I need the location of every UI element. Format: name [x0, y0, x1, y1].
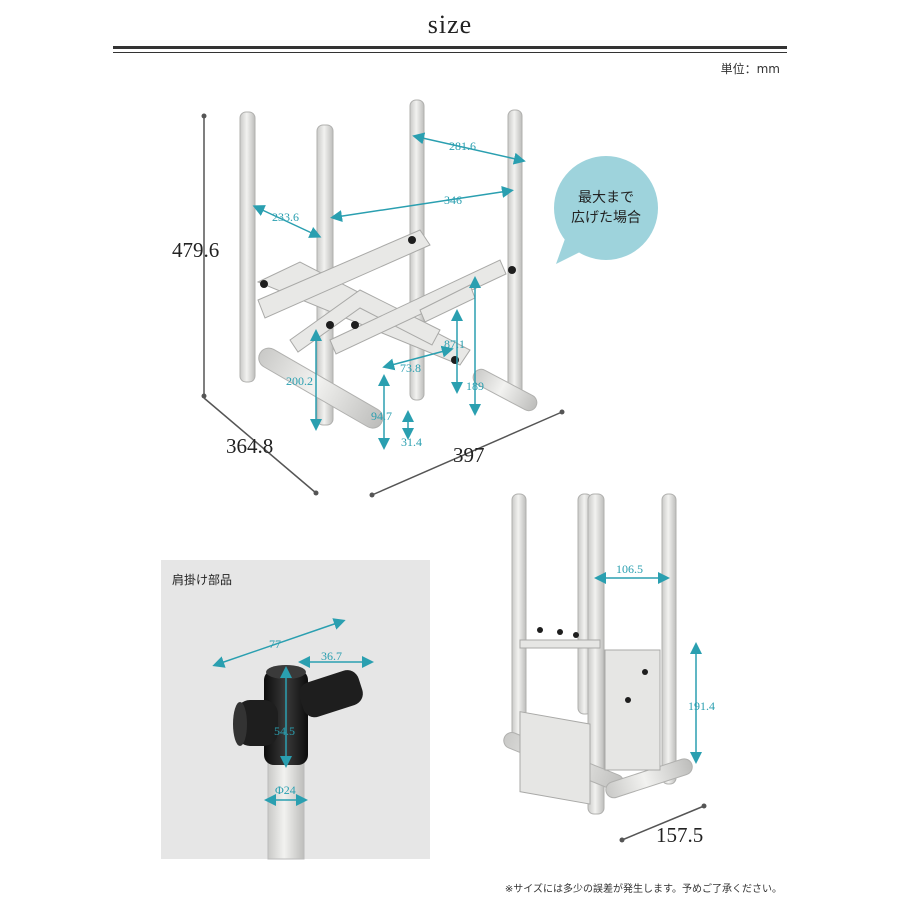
callout-bubble: 最大まで 広げた場合	[554, 156, 658, 264]
dim-part-diameter: Φ24	[275, 783, 296, 797]
dim-arm-height: 200.2	[286, 374, 313, 388]
unit-label: 単位：mm	[720, 62, 780, 76]
callout-line-1: 最大まで	[578, 190, 634, 206]
dim-part-arm: 36.7	[321, 649, 342, 663]
dim-arm-span: 189	[466, 379, 484, 393]
main-product-drawing	[239, 99, 538, 429]
dim-hanger-gap: 73.8	[400, 361, 421, 375]
title-divider	[113, 46, 787, 49]
dim-arm-tip: 31.4	[401, 435, 422, 449]
dim-folded-arm-height: 191.4	[688, 699, 715, 713]
dim-hanger-depth: 87.1	[444, 337, 465, 351]
page-title: size	[427, 10, 473, 39]
dim-height: 479.6	[172, 238, 219, 262]
dim-pole-gap-mid: 346	[444, 193, 462, 207]
dim-pole-gap-left: 233.6	[272, 210, 299, 224]
title-divider-thin	[113, 52, 787, 53]
dim-depth: 364.8	[226, 434, 273, 458]
dim-folded-depth: 157.5	[656, 823, 703, 847]
pole	[661, 493, 677, 785]
dim-folded-pole-gap: 106.5	[616, 562, 643, 576]
main-dimensions: 281.6 346 233.6 200.2 73.8 87.1 94.7 31.…	[172, 113, 565, 498]
dim-part-height: 54.5	[274, 724, 295, 738]
footnote: ※サイズには多少の誤差が発生します。予めご了承ください。	[504, 884, 782, 895]
callout-line-2: 広げた場合	[571, 210, 641, 226]
folded-product-drawing: 106.5 191.4 157.5	[503, 493, 715, 847]
shoulder-part-label: 肩掛け部品	[172, 573, 233, 587]
pole	[511, 493, 527, 745]
dim-pole-gap-back: 281.6	[449, 139, 476, 153]
dim-width: 397	[453, 443, 485, 467]
shoulder-part-panel: 77 36.7 54.5 Φ24	[161, 560, 430, 860]
pole	[507, 109, 523, 401]
pole	[239, 111, 256, 383]
base-bar	[605, 758, 693, 799]
dim-arm-bottom: 94.7	[371, 409, 392, 423]
dim-part-width: 77	[269, 637, 281, 651]
